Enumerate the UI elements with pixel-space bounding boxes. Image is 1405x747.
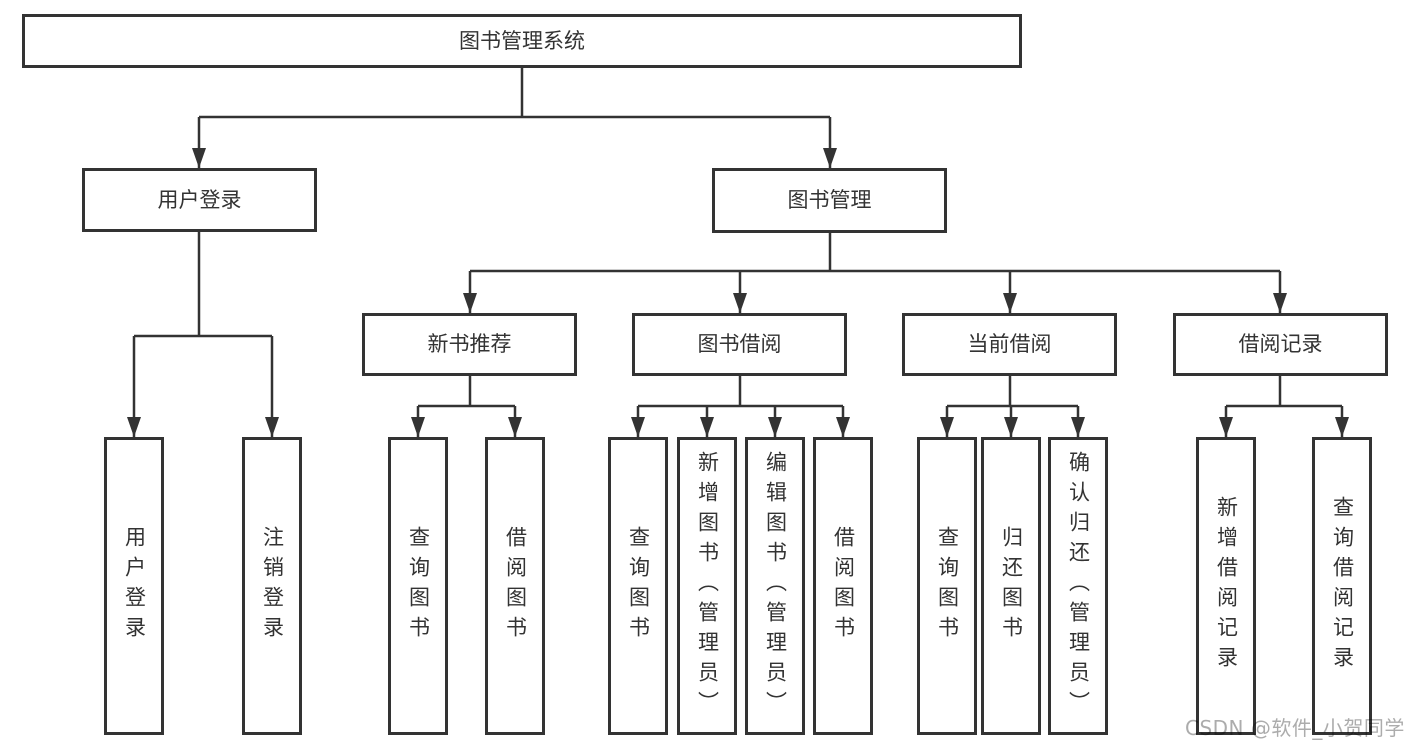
node-label: 编辑图书（管理员） — [763, 451, 788, 721]
node-label: 新书推荐 — [427, 332, 512, 356]
node-library-management-system: 图书管理系统 — [22, 14, 1022, 68]
node-leaf-return-book: 归还图书 — [981, 437, 1041, 735]
node-label: 借阅记录 — [1238, 332, 1323, 356]
node-book-management: 图书管理 — [712, 168, 947, 233]
node-current-borrowing: 当前借阅 — [902, 313, 1117, 376]
node-label: 借阅图书 — [831, 526, 856, 646]
node-label: 图书管理系统 — [459, 28, 585, 53]
node-label: 新增借阅记录 — [1214, 496, 1239, 676]
node-leaf-query-borrow-record: 查询借阅记录 — [1312, 437, 1372, 735]
node-label: 查询图书 — [406, 526, 431, 646]
node-label: 确认归还（管理员） — [1066, 451, 1091, 721]
node-book-borrowing: 图书借阅 — [632, 313, 847, 376]
node-borrowing-records: 借阅记录 — [1173, 313, 1388, 376]
node-leaf-query-books-1: 查询图书 — [388, 437, 448, 735]
node-leaf-edit-book-admin: 编辑图书（管理员） — [745, 437, 805, 735]
node-new-book-recommend: 新书推荐 — [362, 313, 577, 376]
node-label: 新增图书（管理员） — [695, 451, 720, 721]
node-leaf-query-books-3: 查询图书 — [917, 437, 977, 735]
csdn-watermark: CSDN @软件_小贺同学 — [1185, 716, 1405, 740]
node-label: 用户登录 — [122, 526, 147, 646]
node-label: 借阅图书 — [503, 526, 528, 646]
node-leaf-add-book-admin: 新增图书（管理员） — [677, 437, 737, 735]
node-label: 当前借阅 — [967, 332, 1052, 356]
node-label: 用户登录 — [157, 187, 242, 212]
node-label: 注销登录 — [260, 526, 285, 646]
node-label: 图书管理 — [787, 188, 872, 212]
node-leaf-query-books-2: 查询图书 — [608, 437, 668, 735]
node-leaf-logout: 注销登录 — [242, 437, 302, 735]
node-label: 查询图书 — [626, 526, 651, 646]
node-leaf-borrow-books-1: 借阅图书 — [485, 437, 545, 735]
node-leaf-confirm-return-admin: 确认归还（管理员） — [1048, 437, 1108, 735]
node-leaf-add-borrow-record: 新增借阅记录 — [1196, 437, 1256, 735]
node-label: 查询图书 — [935, 526, 960, 646]
node-label: 图书借阅 — [697, 332, 782, 356]
node-user-login: 用户登录 — [82, 168, 317, 232]
node-leaf-user-login: 用户登录 — [104, 437, 164, 735]
node-label: 归还图书 — [999, 526, 1024, 646]
node-label: 查询借阅记录 — [1330, 496, 1355, 676]
node-leaf-borrow-books-2: 借阅图书 — [813, 437, 873, 735]
